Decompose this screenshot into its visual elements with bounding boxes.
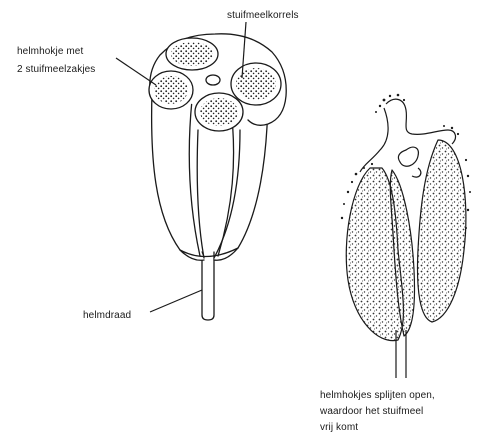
caption-split-line2: waardoor het stuifmeel [320,405,423,418]
pollen-sac-right [231,63,281,105]
leader-filament [150,290,202,312]
label-filament: helmdraad [83,309,131,322]
caption-split-line1: helmhokjes splijten open, [320,389,435,402]
label-anther-sacs-line2: 2 stuifmeelzakjes [17,63,95,76]
open-valve-right [418,140,466,322]
leader-anther-sac [116,58,156,85]
caption-split-line3: vrij komt [320,421,358,434]
closed-anther [149,34,286,320]
filament [202,252,214,320]
label-anther-sacs-line1: helmhokje met [17,45,83,58]
pollen-sac-front [195,93,243,131]
pollen-sac-top [166,38,218,70]
pollen-sac-left [149,71,193,109]
label-pollen-grains: stuifmeelkorrels [227,9,299,22]
open-anther [341,94,471,378]
central-opening [206,75,220,85]
